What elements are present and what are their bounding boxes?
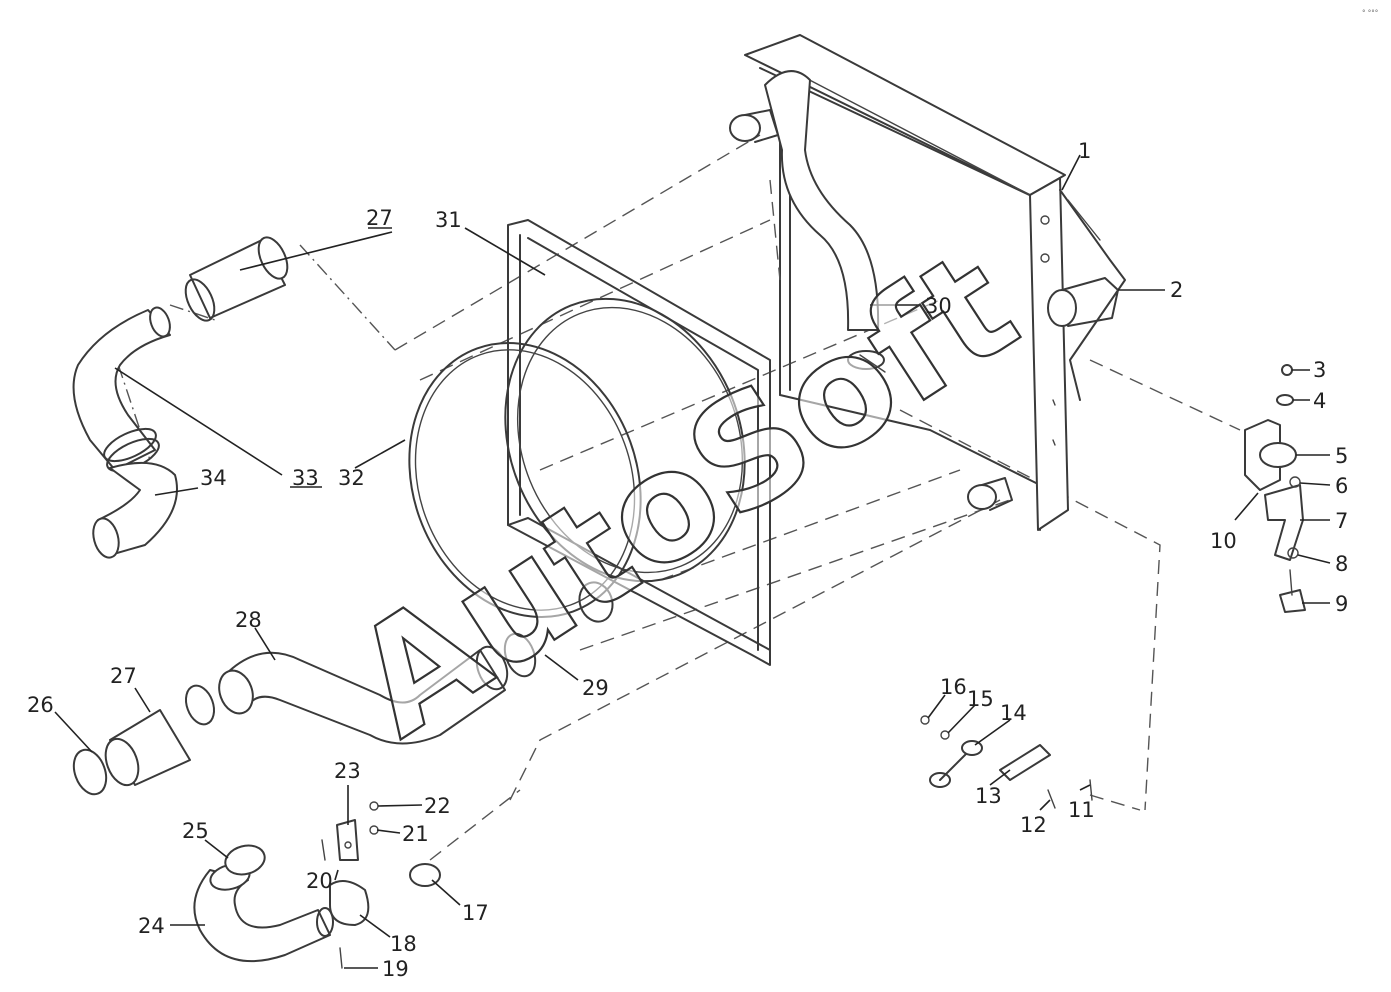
callout-4: 4 [1313,389,1326,413]
callout-9: 9 [1335,592,1348,616]
callout-12: 12 [1020,813,1047,837]
callout-14: 14 [1000,701,1027,725]
callout-17: 17 [462,901,489,925]
upper-hose [764,70,886,373]
lower-rubber-sleeve [72,684,216,796]
link-rod [920,715,1093,809]
callout-3: 3 [1313,358,1326,382]
callout-31: 31 [435,208,462,232]
callout-24: 24 [138,914,165,938]
callout-11: 11 [1068,798,1095,822]
callout-34: 34 [200,466,227,490]
callout-33: 33 [292,466,319,490]
callout-15: 15 [967,687,994,711]
callout-29: 29 [582,676,609,700]
callout-2: 2 [1170,278,1183,302]
callout-30: 30 [925,294,952,318]
callout-32: 32 [338,466,365,490]
callout-13: 13 [975,784,1002,808]
callout-27-lower: 27 [110,664,137,688]
callout-10: 10 [1210,529,1237,553]
callout-8: 8 [1335,552,1348,576]
small-hose [193,844,334,963]
ring-seal [408,341,642,619]
corner-mark: ° °°° [1362,9,1378,17]
callout-26: 26 [27,693,54,717]
callout-28: 28 [235,608,262,632]
callout-5: 5 [1335,444,1348,468]
callout-22: 22 [424,794,451,818]
callout-7: 7 [1335,509,1348,533]
hose-brackets [321,801,441,969]
callout-23: 23 [334,759,361,783]
lower-intercooler-pipe [218,581,614,745]
leader-lines [54,154,1331,969]
callout-6: 6 [1335,474,1348,498]
callout-27-upper: 27 [366,206,393,230]
fan-shroud-frame [504,219,771,666]
upper-rubber-sleeve [184,236,289,322]
callout-21: 21 [402,822,429,846]
callout-16: 16 [940,675,967,699]
callout-20: 20 [306,869,333,893]
callout-19: 19 [382,957,409,981]
callout-25: 25 [182,819,209,843]
callout-18: 18 [390,932,417,956]
upper-intercooler-pipe [72,306,178,559]
callout-1: 1 [1078,139,1091,163]
callout-labels: 1 2 3 4 5 6 7 8 9 10 11 12 13 14 15 16 1… [27,139,1348,981]
radiator-mount [1244,364,1306,613]
